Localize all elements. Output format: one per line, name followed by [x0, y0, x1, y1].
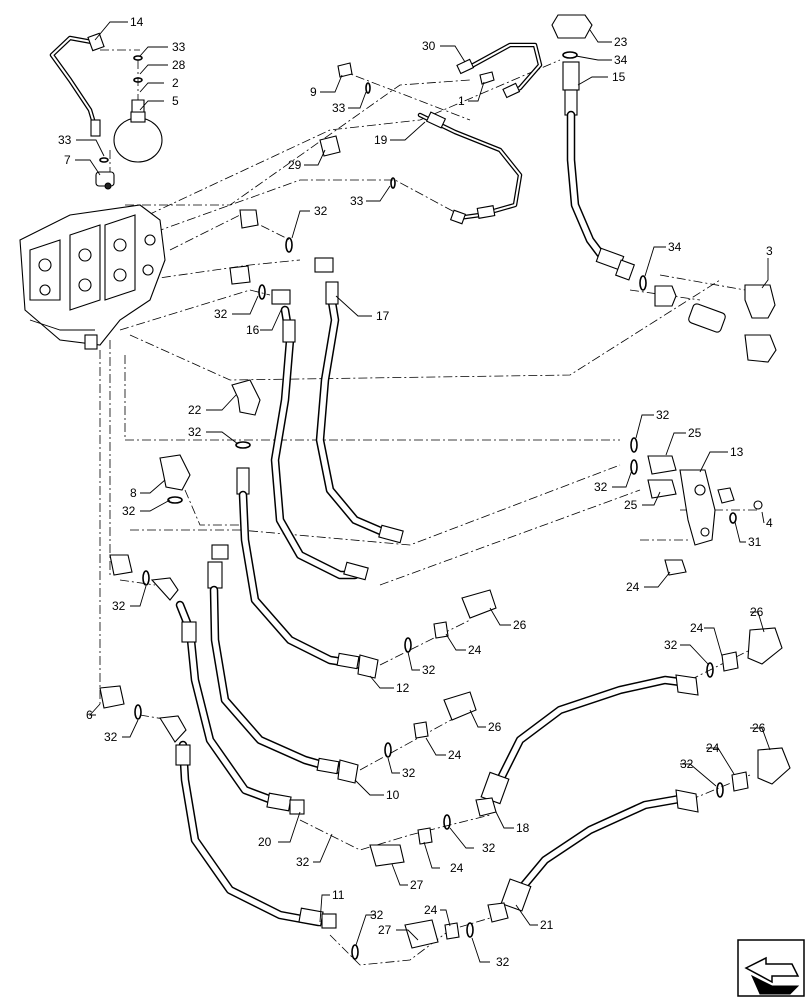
- hoses-18-21: [475, 674, 699, 923]
- callout-32: 32: [104, 730, 118, 744]
- callout-23: 23: [614, 35, 628, 49]
- callout-32: 32: [594, 480, 608, 494]
- callout-32: 32: [188, 425, 202, 439]
- assembly-centerlines: [99, 49, 760, 966]
- callout-32: 32: [214, 307, 228, 321]
- callout-24: 24: [690, 621, 704, 635]
- callout-16: 16: [246, 323, 260, 337]
- hose-12: [236, 467, 379, 679]
- callout-24: 24: [706, 741, 720, 755]
- callout-6: 6: [86, 708, 93, 722]
- callout-14: 14: [130, 15, 144, 29]
- accumulator-assembly: [49, 32, 163, 190]
- callout-24: 24: [468, 643, 482, 657]
- callout-27: 27: [378, 923, 392, 937]
- callout-32: 32: [402, 766, 416, 780]
- callout-15: 15: [612, 70, 626, 84]
- callout-33: 33: [172, 40, 186, 54]
- callout-32: 32: [680, 757, 694, 771]
- callout-1: 1: [458, 94, 465, 108]
- elbows-22-8: [159, 379, 261, 504]
- callout-13: 13: [730, 445, 744, 459]
- leader-lines: [75, 21, 771, 963]
- callout-32: 32: [370, 908, 384, 922]
- callout-32: 32: [482, 841, 496, 855]
- callout-29: 29: [288, 158, 302, 172]
- callout-4: 4: [766, 516, 773, 530]
- callout-32: 32: [496, 955, 510, 969]
- callout-17: 17: [376, 309, 390, 323]
- hoses-16-17: [229, 209, 404, 581]
- callout-11: 11: [332, 888, 345, 902]
- callout-2: 2: [172, 76, 179, 90]
- callout-32: 32: [112, 599, 126, 613]
- callout-34: 34: [668, 240, 682, 254]
- callout-21: 21: [540, 918, 554, 932]
- callout-8: 8: [130, 486, 137, 500]
- callout-5: 5: [172, 94, 179, 108]
- callout-3: 3: [766, 244, 773, 258]
- control-valve-block: [19, 204, 166, 350]
- callout-24: 24: [450, 861, 464, 875]
- callout-24: 24: [626, 580, 640, 594]
- hose-20: [150, 577, 305, 815]
- callout-34: 34: [614, 53, 628, 67]
- callout-25: 25: [688, 426, 702, 440]
- next-page-arrow-icon[interactable]: [737, 939, 805, 997]
- callout-32: 32: [314, 204, 328, 218]
- callout-33: 33: [350, 194, 364, 208]
- callout-28: 28: [172, 58, 186, 72]
- callout-26: 26: [488, 720, 502, 734]
- callout-30: 30: [422, 39, 436, 53]
- callout-26: 26: [513, 618, 527, 632]
- callout-22: 22: [188, 403, 202, 417]
- callout-32: 32: [122, 504, 136, 518]
- callout-33: 33: [58, 133, 72, 147]
- callout-32: 32: [656, 408, 670, 422]
- callout-18: 18: [516, 821, 530, 835]
- hose-15-assembly: [551, 14, 777, 363]
- callout-26: 26: [752, 721, 766, 735]
- callout-7: 7: [64, 153, 71, 167]
- hose-11: [159, 715, 337, 929]
- callout-9: 9: [310, 85, 317, 99]
- callout-26: 26: [750, 605, 764, 619]
- hose-10: [207, 544, 359, 784]
- lower-fittings: [99, 554, 791, 960]
- callout-32: 32: [664, 638, 678, 652]
- callout-12: 12: [396, 681, 410, 695]
- callout-31: 31: [748, 535, 762, 549]
- callout-32: 32: [422, 663, 436, 677]
- callout-25: 25: [624, 498, 638, 512]
- pilot-tube-assembly: [319, 42, 543, 225]
- callout-10: 10: [386, 788, 400, 802]
- callout-33: 33: [332, 101, 346, 115]
- callout-27: 27: [410, 878, 424, 892]
- callout-19: 19: [374, 133, 388, 147]
- callout-24: 24: [424, 903, 438, 917]
- accumulator-sphere: [113, 117, 163, 163]
- callout-32: 32: [296, 855, 310, 869]
- callout-24: 24: [448, 748, 462, 762]
- callout-labels: 14 33 28 2 5 33 7 30 9 33 1 19 29 33 23 …: [58, 15, 773, 969]
- callout-20: 20: [258, 835, 272, 849]
- bracket-13-assembly: [630, 437, 763, 576]
